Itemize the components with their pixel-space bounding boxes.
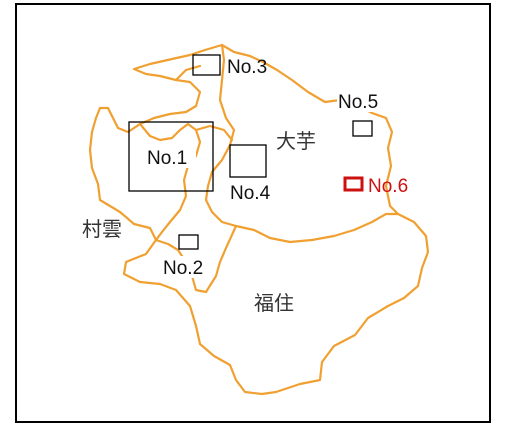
boundary-daito-south [234, 212, 400, 244]
site-no3-box[interactable] [192, 54, 221, 76]
map-frame [15, 3, 491, 423]
site-no5-box[interactable] [352, 120, 373, 137]
region-daito-label: 大芋 [276, 129, 316, 153]
region-fukusumi-label: 福住 [254, 291, 294, 315]
boundary-no3-inner [174, 64, 202, 82]
site-no4-box[interactable] [229, 144, 267, 178]
site-no1-box[interactable] [128, 121, 214, 192]
boundary-fukusumi-north [154, 224, 238, 294]
site-no6-box[interactable] [343, 176, 364, 192]
site-no2-box[interactable] [178, 234, 199, 250]
boundary-no1-inner [194, 124, 234, 142]
site-no3-label: No.3 [227, 57, 267, 78]
site-no6-label: No.6 [368, 176, 408, 197]
region-murakumo-label: 村雲 [82, 217, 122, 241]
site-no1-label: No.1 [147, 148, 187, 169]
site-no5-label: No.5 [338, 92, 378, 113]
site-no2-label: No.2 [163, 258, 203, 279]
site-no4-label: No.4 [230, 183, 271, 204]
boundary-murakumo-east [138, 122, 202, 242]
boundary-daito-west [204, 43, 238, 228]
